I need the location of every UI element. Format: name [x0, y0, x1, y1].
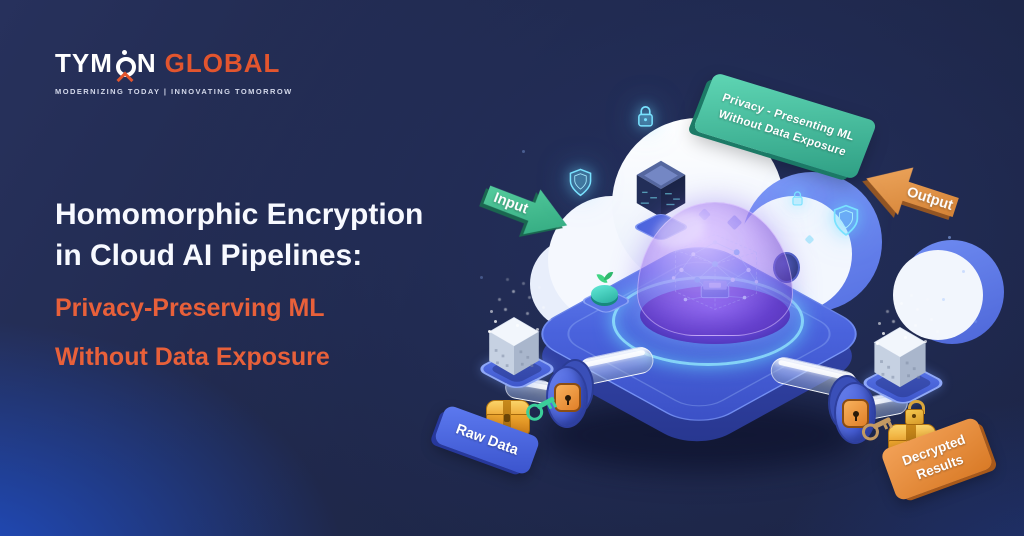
ambient-particle-dots	[948, 236, 951, 239]
privacy-dome	[637, 202, 793, 336]
logo-text-n: N	[136, 48, 157, 78]
lock-icon	[791, 190, 804, 213]
gold-padlock-icon	[905, 400, 925, 425]
subheadline-line-2: Without Data Exposure	[55, 343, 330, 371]
sprout-button-icon	[579, 270, 633, 315]
padlock-icon	[842, 399, 869, 428]
logo-text-global: GLOBAL	[164, 48, 281, 78]
shield-icon	[569, 168, 592, 202]
subheadline-line-1: Privacy-Preserving ML	[55, 294, 325, 322]
output-label: Output	[904, 184, 955, 215]
keyhole-icon	[852, 410, 859, 421]
encryption-valve-right	[828, 375, 876, 444]
padlock-icon	[554, 383, 581, 412]
brand-logo: TYM N GLOBAL MODERNIZING TODAY | INNOVAT…	[55, 50, 293, 96]
logo-o-ring	[115, 57, 136, 77]
headline-line-1: Homomorphic Encryption	[55, 198, 424, 231]
shield-icon	[833, 204, 859, 242]
sprout-button-top	[591, 285, 618, 303]
data-cube-icon-right	[871, 326, 929, 390]
encrypted-cube-svg	[636, 160, 686, 218]
input-label: Input	[491, 189, 531, 218]
logo-o-icon	[114, 50, 136, 89]
headline-line-2: in Cloud AI Pipelines:	[55, 239, 363, 272]
logo-wordmark: TYM N GLOBAL	[55, 48, 293, 89]
logo-o-dot	[121, 50, 127, 55]
data-cube-icon-left	[486, 316, 542, 378]
keyhole-icon	[564, 394, 571, 405]
sprout-leaf-icon	[603, 270, 614, 282]
lock-icon	[636, 104, 655, 135]
logo-text-tym: TYM	[55, 48, 113, 78]
cloud-lobe-far-right-white	[893, 250, 983, 340]
sparkle-particles-right	[876, 342, 879, 345]
brand-tagline: MODERNIZING TODAY | INNOVATING TOMORROW	[55, 87, 293, 96]
input-arrow: Input	[478, 172, 575, 248]
headline: Homomorphic Encryption in Cloud AI Pipel…	[55, 194, 423, 374]
raw-data-label: Raw Data	[453, 421, 521, 459]
encrypted-cube-icon	[633, 158, 689, 220]
sparkle-particles-left	[488, 330, 491, 333]
